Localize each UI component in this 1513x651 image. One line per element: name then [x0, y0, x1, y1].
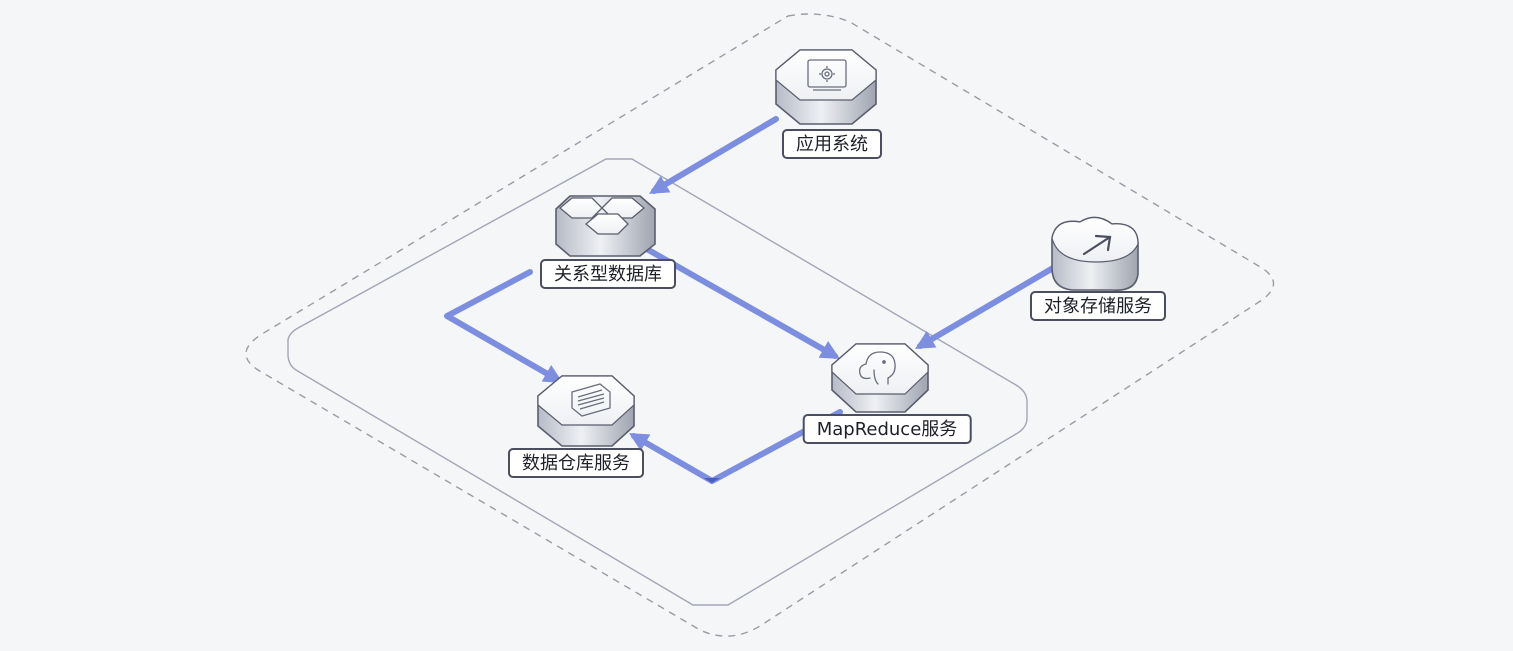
app-system-label: 应用系统 [782, 129, 882, 159]
data-warehouse-node[interactable] [537, 375, 635, 447]
object-storage-node[interactable] [1051, 216, 1139, 291]
relational-db-node[interactable] [555, 195, 656, 257]
inner-boundary [287, 158, 1028, 606]
monitor-gear-icon [807, 59, 847, 91]
app-system-node[interactable] [775, 49, 877, 125]
edge-app-to-db [649, 116, 779, 194]
object-storage-label: 对象存储服务 [1030, 291, 1166, 321]
edge-db-to-warehouse [444, 269, 563, 383]
edge-db-to-mapreduce [642, 245, 841, 359]
cloud-upload-arrow-icon [1082, 234, 1112, 256]
data-warehouse-label: 数据仓库服务 [508, 448, 644, 478]
document-list-icon [571, 383, 611, 417]
relational-db-label: 关系型数据库 [540, 259, 676, 289]
edge-object-storage-to-mapreduce [915, 265, 1056, 349]
mapreduce-node[interactable] [831, 343, 929, 413]
elephant-icon [858, 351, 896, 385]
hexagon-cluster-icon [558, 197, 646, 235]
flow-corner-shade [704, 478, 720, 483]
outer-dashed-boundary [245, 13, 1275, 637]
mapreduce-label: MapReduce服务 [802, 414, 972, 444]
